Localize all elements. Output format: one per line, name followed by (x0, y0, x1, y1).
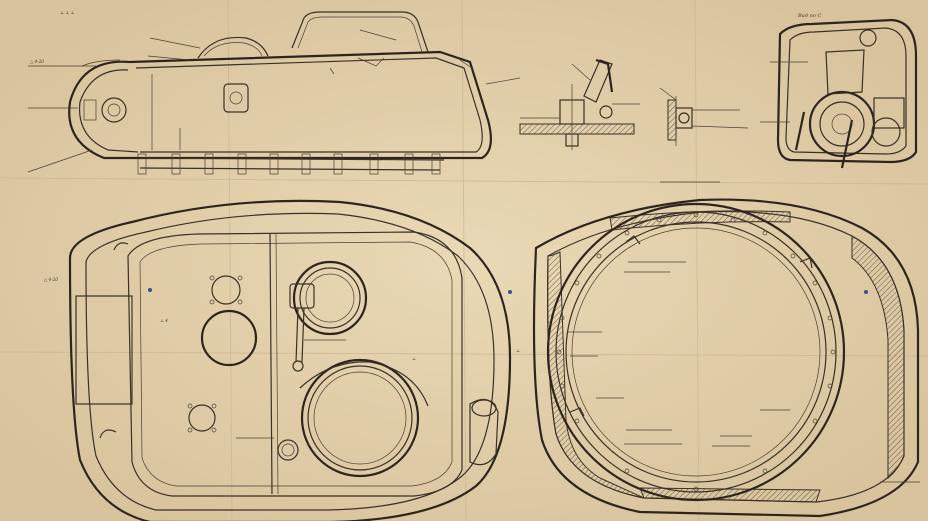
svg-text:⊥: ⊥ (516, 348, 520, 353)
ring-bolts (556, 212, 836, 492)
periscope-opening (200, 309, 258, 367)
section-c-outline (776, 18, 918, 164)
hatch-dome (197, 36, 269, 59)
svg-text:⊥ 4: ⊥ 4 (160, 318, 168, 323)
ring-plan-view: ⊥ (516, 181, 920, 518)
bolt-row (137, 153, 441, 175)
turret-ring-outer (546, 202, 846, 502)
nose-hub (101, 97, 127, 123)
hatch-circle (292, 260, 368, 336)
svg-text:△ 4-20: △ 4-20 (44, 277, 58, 282)
svg-text:⊥: ⊥ (412, 356, 416, 361)
hull-outline (129, 50, 493, 160)
section-c-view: Вид по С (760, 13, 918, 169)
turret-top-plan: △ 4-20 ⊥ 4 ⊥ (44, 199, 512, 521)
svg-text:△ 4-20: △ 4-20 (30, 59, 44, 64)
side-elevation-view: △ 4-20 ⊥ ⊥ ⊥ (27, 10, 521, 175)
detail-b-view (659, 87, 749, 146)
detail-a-view (519, 58, 640, 150)
nose-outline (68, 60, 140, 160)
svg-text:⊥ ⊥ ⊥: ⊥ ⊥ ⊥ (60, 10, 75, 15)
cupola-ring (300, 358, 420, 478)
section-c-title: Вид по С (797, 13, 821, 19)
top-rail (291, 11, 429, 53)
ring-outer-hull (532, 198, 920, 518)
turret-outer-hull (68, 199, 512, 521)
